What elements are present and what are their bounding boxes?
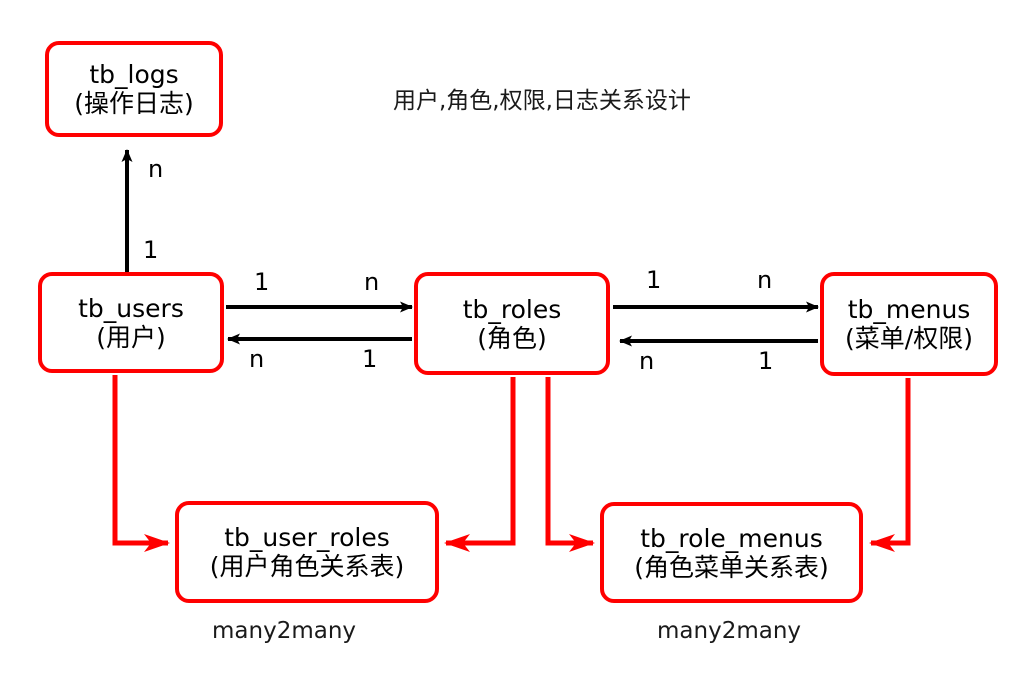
node-tb-users-name: tb_users [78, 293, 184, 323]
node-tb-logs-alias: (操作日志) [74, 89, 194, 118]
caption-many2many-right: many2many [657, 618, 802, 644]
node-tb-users-alias: (用户) [96, 322, 166, 352]
node-tb-roles-alias: (角色) [477, 323, 547, 353]
node-tb-menus-alias: (菜单/权限) [845, 324, 973, 353]
cardinality-users-roles-n: n [364, 268, 380, 296]
cardinality-menus-roles-n: n [639, 347, 655, 375]
cardinality-logs-1: 1 [143, 236, 159, 264]
node-tb-logs-name: tb_logs [89, 60, 179, 89]
cardinality-roles-users-n: n [249, 345, 265, 373]
node-tb-user-roles-name: tb_user_roles [224, 523, 390, 552]
cardinality-logs-n: n [148, 155, 164, 183]
edge-users-to-user-roles [112, 375, 170, 552]
node-tb-roles-name: tb_roles [462, 294, 562, 324]
cardinality-users-roles-1: 1 [254, 268, 270, 296]
node-tb-users[interactable]: tb_users (用户) [38, 272, 224, 373]
cardinality-roles-menus-n: n [757, 266, 773, 294]
node-tb-role-menus-name: tb_role_menus [640, 523, 823, 553]
caption-many2many-left: many2many [212, 618, 357, 644]
edge-roles-to-role-menus [545, 377, 595, 552]
node-tb-roles[interactable]: tb_roles (角色) [414, 272, 610, 375]
node-tb-role-menus-alias: (角色菜单关系表) [634, 552, 829, 582]
edge-roles-to-user-roles [444, 377, 516, 552]
node-tb-logs[interactable]: tb_logs (操作日志) [45, 41, 223, 137]
edge-menus-to-role-menus [869, 378, 911, 552]
diagram-title: 用户,角色,权限,日志关系设计 [393, 88, 691, 114]
cardinality-roles-users-1: 1 [362, 345, 378, 373]
node-tb-menus-name: tb_menus [847, 295, 971, 324]
cardinality-menus-roles-1: 1 [758, 347, 774, 375]
node-tb-menus[interactable]: tb_menus (菜单/权限) [820, 272, 998, 376]
cardinality-roles-menus-1: 1 [646, 266, 662, 294]
node-tb-role-menus[interactable]: tb_role_menus (角色菜单关系表) [600, 502, 863, 603]
node-tb-user-roles-alias: (用户角色关系表) [209, 552, 405, 581]
node-tb-user-roles[interactable]: tb_user_roles (用户角色关系表) [175, 501, 439, 603]
